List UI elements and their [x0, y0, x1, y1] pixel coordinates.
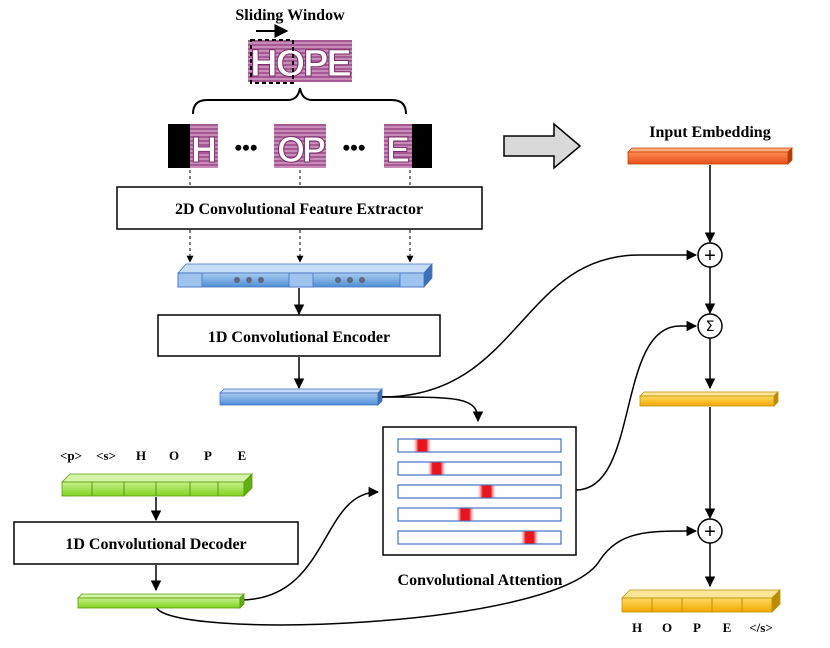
attention-weight	[455, 508, 476, 521]
svg-text:H: H	[191, 129, 217, 170]
input-embedding-label: Input Embedding	[649, 124, 770, 141]
output-label: H	[632, 620, 642, 635]
attention-row	[397, 507, 562, 522]
transition-arrow	[503, 122, 582, 170]
decoder-label: 1D Convolutional Decoder	[65, 536, 246, 553]
decoder-input-labels: <p> <s> H O P E	[60, 448, 246, 463]
decoder-output-bar	[77, 593, 245, 609]
add-node-top-symbol: +	[704, 245, 716, 267]
input-embedding-bar	[627, 147, 793, 165]
attention-weight	[426, 462, 447, 475]
ellipsis-right: •••	[342, 135, 365, 160]
decoder-input-label: P	[204, 448, 212, 463]
attention-weight	[519, 531, 540, 544]
encoder-output-bar	[219, 388, 383, 406]
output-label: P	[693, 620, 701, 635]
word-image-text: HOPE	[250, 43, 350, 85]
decoder-input-label: E	[238, 448, 247, 463]
sliding-window-box	[250, 39, 294, 84]
attention-rows	[397, 438, 562, 545]
output-label: O	[662, 620, 672, 635]
window-crop-left: H	[168, 124, 218, 171]
svg-text:E: E	[386, 129, 410, 170]
ellipsis-left: •••	[234, 135, 257, 160]
encoder-label: 1D Convolutional Encoder	[208, 329, 390, 346]
attention-output-bar	[639, 391, 779, 407]
window-crop-middle: OP	[274, 124, 328, 171]
encoder-to-attention-curve	[381, 396, 484, 423]
output-label: </s>	[749, 620, 773, 635]
window-crop-right: E	[384, 124, 432, 171]
decoder-input-label: H	[136, 448, 146, 463]
feature-extractor-box	[116, 186, 483, 230]
attention-weight	[412, 439, 433, 452]
encoder-box	[157, 314, 441, 357]
decoder-box	[13, 521, 299, 565]
output-label: E	[723, 620, 732, 635]
decoder-input-label: <p>	[60, 448, 82, 463]
attention-label: Convolutional Attention	[398, 572, 563, 589]
output-labels: H O P E </s>	[632, 620, 773, 635]
svg-text:OP: OP	[277, 129, 325, 170]
encoder-to-plus-curve	[381, 249, 698, 398]
sum-node-symbol: Σ	[706, 319, 715, 335]
attention-row	[397, 438, 562, 453]
decoder-input-label: <s>	[96, 448, 116, 463]
feature-sequence-bar	[177, 262, 433, 289]
attention-weight	[476, 485, 497, 498]
word-image: HOPE	[248, 39, 353, 86]
decoder-input-bar	[61, 473, 253, 497]
sliding-window-title: Sliding Window	[235, 7, 345, 24]
output-sequence-bar	[621, 589, 781, 613]
attention-row	[397, 461, 562, 476]
decoder-input-label: O	[169, 448, 179, 463]
add-node-bottom-symbol: +	[704, 521, 716, 543]
decoder-to-attention-curve	[239, 486, 380, 601]
brace	[192, 87, 407, 115]
decoder-to-plus-curve	[155, 525, 698, 626]
feature-extractor-label: 2D Convolutional Feature Extractor	[175, 201, 423, 218]
attention-to-sum-curve	[575, 320, 698, 491]
